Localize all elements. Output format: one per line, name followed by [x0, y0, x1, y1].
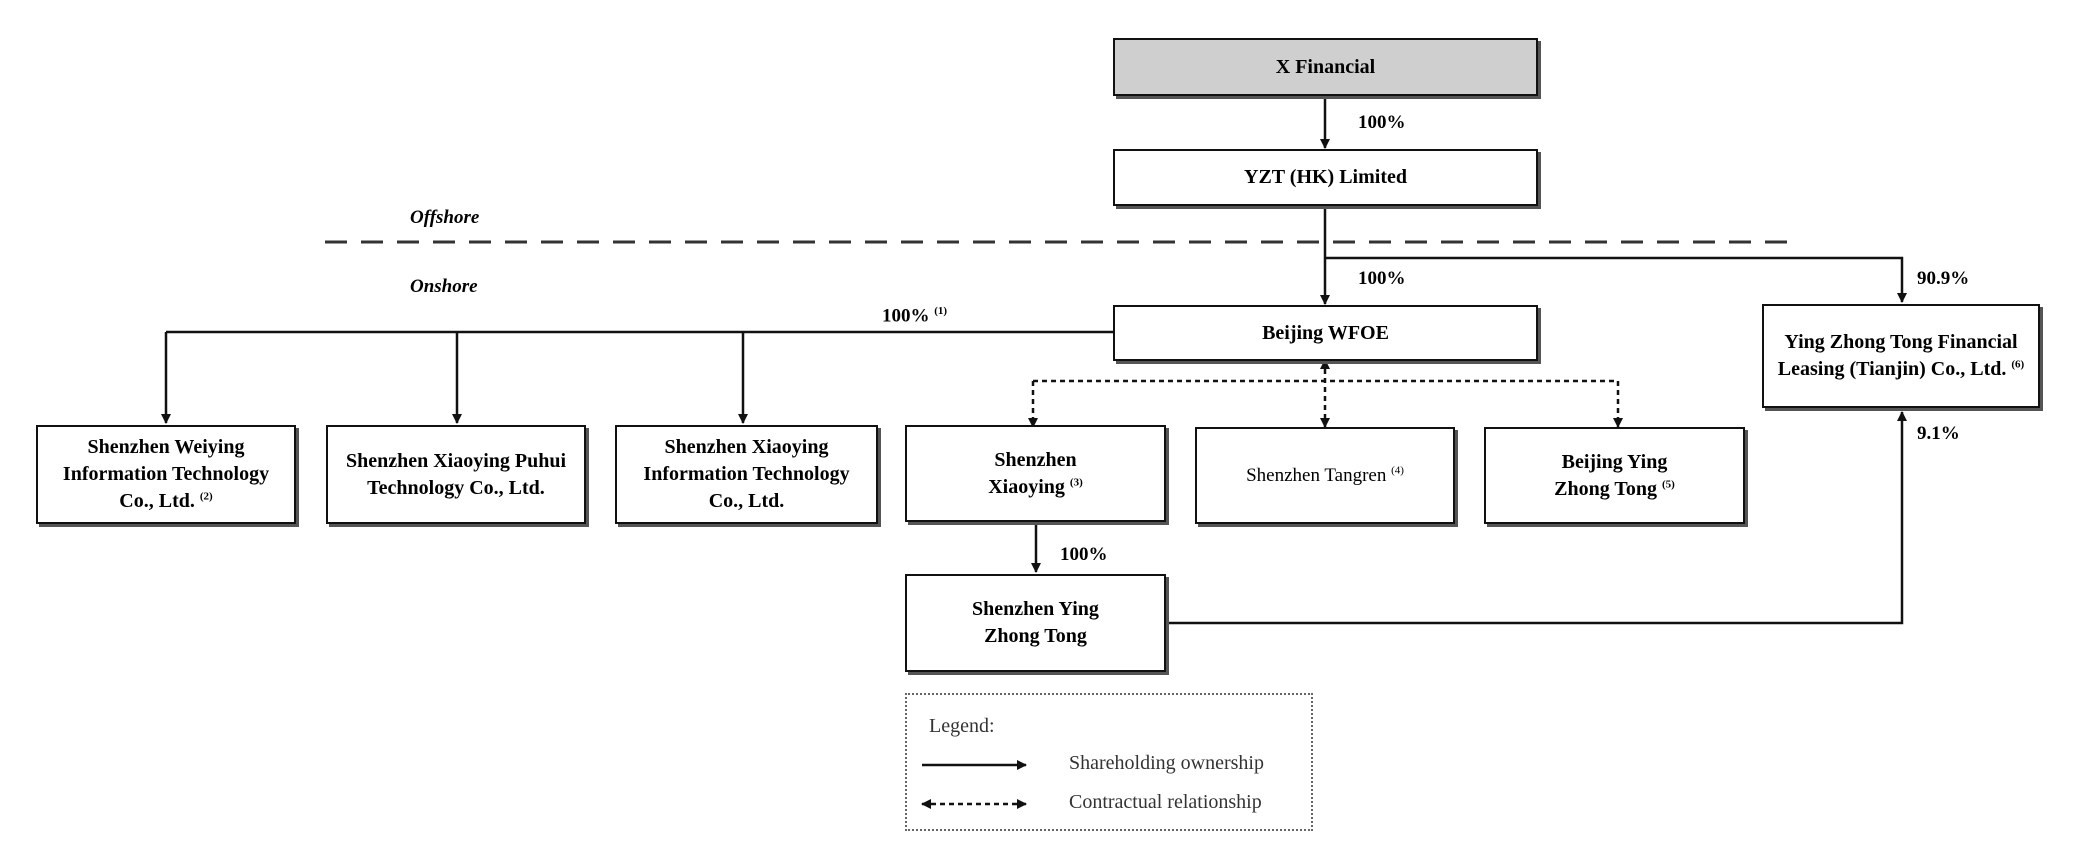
beijing-wfoe-box: Beijing WFOE	[1113, 305, 1538, 361]
beijing-wfoe-label: Beijing WFOE	[1262, 321, 1389, 344]
shenzhen-xiaoying-puhui-label: Shenzhen Xiaoying Puhui Technology Co., …	[345, 449, 567, 499]
shenzhen-xiaoying-box: Shenzhen Xiaoying (3)	[905, 425, 1166, 522]
offshore-label: Offshore	[410, 207, 480, 228]
yzt-hk-label: YZT (HK) Limited	[1244, 166, 1407, 188]
legend-shareholding-label: Shareholding ownership	[1069, 752, 1264, 774]
ownership-line-szyzt-leasing	[1166, 411, 1907, 625]
ying-zhong-tong-leasing-label: Ying Zhong Tong Financial Leasing (Tianj…	[1777, 331, 2025, 380]
wfoe-subsidiaries-note: (1)	[934, 305, 948, 317]
beijing-ying-zhong-tong-label: Beijing Ying Zhong Tong (5)	[1554, 450, 1675, 500]
tangren-note: (4)	[1391, 464, 1404, 477]
pct-yzt-wfoe: 100%	[1358, 268, 1406, 289]
shenzhen-xiaoying-info-label: Shenzhen Xiaoying Information Technology…	[643, 436, 850, 512]
pct-x-yzt: 100%	[1358, 112, 1406, 133]
pct-yzt-leasing: 90.9%	[1917, 268, 1970, 289]
shenzhen-tangren-box: Shenzhen Tangren (4)	[1195, 427, 1455, 524]
x-financial-label: X Financial	[1275, 55, 1376, 78]
shenzhen-weiying-label: Shenzhen Weiying Information Technology …	[62, 436, 270, 512]
weiying-note: (2)	[199, 490, 213, 503]
shenzhen-tangren-label: Shenzhen Tangren (4)	[1246, 464, 1404, 486]
shenzhen-xiaoying-puhui-box: Shenzhen Xiaoying Puhui Technology Co., …	[326, 425, 586, 524]
legend-contractual-label: Contractual relationship	[1069, 791, 1262, 813]
pct-szyzt-leasing: 9.1%	[1917, 423, 1960, 444]
xiaoying-note: (3)	[1069, 475, 1083, 488]
shenzhen-xiaoying-label: Shenzhen Xiaoying (3)	[988, 448, 1083, 498]
shenzhen-ying-zhong-tong-label: Shenzhen Ying Zhong Tong	[972, 598, 1099, 647]
shenzhen-ying-zhong-tong-box: Shenzhen Ying Zhong Tong	[905, 574, 1166, 672]
beijing-ying-zhong-tong-box: Beijing Ying Zhong Tong (5)	[1484, 427, 1745, 524]
shenzhen-weiying-box: Shenzhen Weiying Information Technology …	[36, 425, 296, 524]
legend-box: Legend: Shareholding ownership Contractu…	[905, 693, 1313, 831]
legend-title: Legend:	[929, 715, 995, 737]
ying-zhong-tong-leasing-box: Ying Zhong Tong Financial Leasing (Tianj…	[1762, 304, 2040, 408]
pct-wfoe-subsidiaries: 100% (1)	[882, 305, 948, 327]
ownership-line-yzt-leasing	[1325, 256, 1907, 303]
leasing-note: (6)	[2011, 358, 2025, 371]
x-financial-box: X Financial	[1113, 38, 1538, 96]
bj-yzt-note: (5)	[1662, 477, 1675, 490]
yzt-hk-box: YZT (HK) Limited	[1113, 149, 1538, 206]
shenzhen-xiaoying-info-box: Shenzhen Xiaoying Information Technology…	[615, 425, 878, 524]
onshore-label: Onshore	[410, 276, 478, 297]
pct-xiaoying-szyzt: 100%	[1060, 544, 1108, 565]
